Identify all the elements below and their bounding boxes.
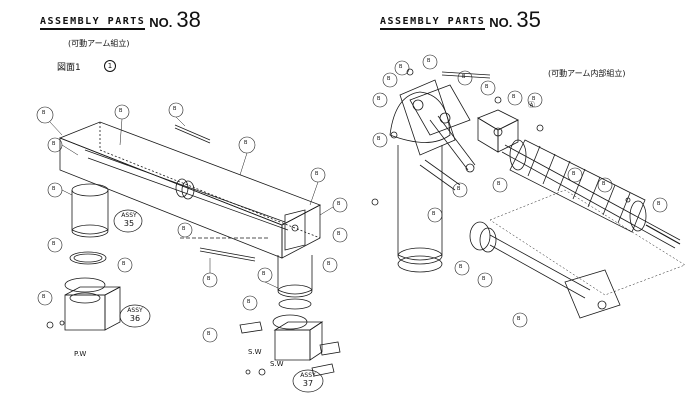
arm-body [58, 121, 321, 259]
arm-assembly-drawing [36, 102, 348, 393]
callout-circles [36, 102, 348, 343]
internal-assembly-drawing [371, 54, 686, 328]
callout-label: B [457, 186, 461, 192]
callout-label: B [182, 226, 186, 232]
callout-label: B [485, 84, 489, 90]
right-base-block [272, 314, 324, 361]
lower-rod [469, 221, 621, 319]
callout-label: B [207, 276, 211, 282]
callout-label: B [517, 316, 521, 322]
assy-oval [292, 369, 324, 393]
callout-label: B [657, 201, 661, 207]
sheet-subtitle: (可動アーム内部組立) [548, 69, 626, 78]
callout-label: B [42, 294, 46, 300]
gear-block [477, 109, 519, 153]
assy-label-line1: ASSY [121, 212, 137, 219]
assy-label-line2: 37 [302, 379, 314, 388]
left-oring [69, 251, 107, 265]
callout-label: B [122, 261, 126, 267]
dashed-frame [489, 189, 686, 296]
text-mark: P.W [74, 350, 87, 358]
callout-label: B [512, 94, 516, 100]
callout-label: B [119, 108, 123, 114]
sheet-number: 38 [176, 7, 201, 32]
callout-label: B [532, 96, 536, 102]
assy-label: ASSY 37 [297, 372, 319, 388]
callout-label: B [244, 140, 248, 146]
column [389, 91, 451, 273]
assy-oval [119, 304, 151, 328]
sheet-title: ASSEMBLY PARTS [380, 16, 486, 30]
sheet-subtitle: (可動アーム組立) [68, 39, 130, 48]
assy-label: ASSY 35 [118, 212, 140, 228]
left-column [71, 183, 109, 238]
sheet-number: 35 [516, 7, 541, 32]
internal-shaft [84, 149, 289, 231]
sheet-no-label: NO. [149, 15, 173, 30]
text-mark: Ⓐ [528, 101, 535, 109]
assy-oval [113, 209, 143, 233]
small-parts [46, 320, 341, 377]
callout-label: B [52, 186, 56, 192]
callout-label: B [432, 211, 436, 217]
figure-circle: 1 [104, 60, 116, 72]
callout-label: B [572, 171, 576, 177]
text-mark: S.W [270, 360, 284, 368]
text-mark: S.W [248, 348, 262, 356]
callout-label: B [399, 64, 403, 70]
leader-lines [49, 116, 334, 289]
assy-label-line2: 36 [129, 314, 141, 323]
sheet-header: ASSEMBLY PARTS NO. 35 [380, 7, 541, 32]
callout-label: B [602, 181, 606, 187]
callout-label: B [387, 76, 391, 82]
callout-label: B [262, 271, 266, 277]
left-base-block [64, 277, 121, 331]
callout-label: B [247, 299, 251, 305]
link-plates [399, 79, 476, 191]
callout-label: B [207, 331, 211, 337]
figure-note: 図面1 [57, 63, 81, 73]
callout-label: B [315, 171, 319, 177]
callout-label: B [482, 276, 486, 282]
assy-label: ASSY 36 [124, 307, 146, 323]
assembly-sheet-38: ASSEMBLY PARTS NO. 38 (可動アーム組立) 図面1 1 [36, 7, 348, 393]
callout-label: B [337, 201, 341, 207]
callout-label: B [337, 231, 341, 237]
callout-label: B [377, 96, 381, 102]
sheet-title: ASSEMBLY PARTS [40, 16, 146, 30]
sheet-no-label: NO. [489, 15, 513, 30]
callout-circles [372, 54, 668, 328]
sheet-header: ASSEMBLY PARTS NO. 38 [40, 7, 201, 32]
callout-label: B [52, 241, 56, 247]
callout-label: B [497, 181, 501, 187]
callout-label: B [52, 141, 56, 147]
rods [174, 124, 270, 262]
shaft-roller [501, 139, 681, 249]
assembly-sheet-35: ASSEMBLY PARTS NO. 35 (可動アーム内部組立) [350, 0, 700, 410]
callout-label: B [462, 74, 466, 80]
right-column [277, 255, 313, 310]
callout-label: B [427, 58, 431, 64]
assy-label-line1: ASSY [300, 372, 316, 379]
side-bracket [284, 209, 306, 251]
callout-label: B [459, 264, 463, 270]
assy-label-line1: ASSY [127, 307, 143, 314]
callout-label: B [173, 106, 177, 112]
assy-label-line2: 35 [123, 219, 135, 228]
callout-label: B [377, 136, 381, 142]
callout-label: B [42, 110, 46, 116]
screws [371, 68, 631, 206]
callout-label: B [327, 261, 331, 267]
